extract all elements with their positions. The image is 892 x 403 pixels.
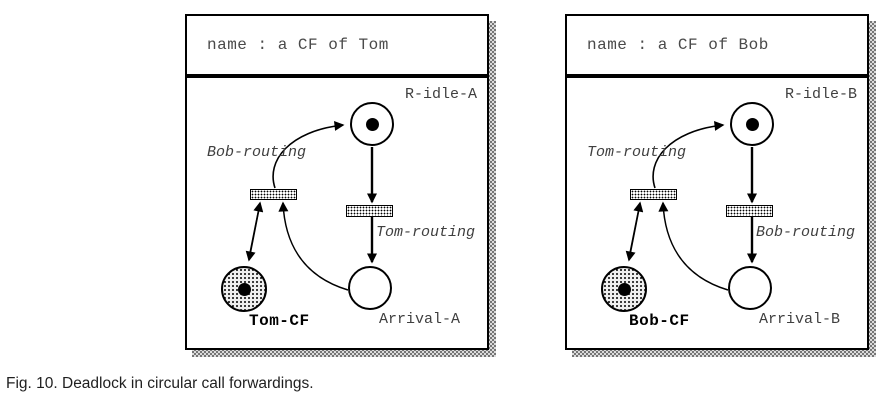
label-left-transition: Tom-routing <box>587 144 687 161</box>
petri-net-diagram: R-idle-A Bob-routing Tom-routing Tom-CF … <box>187 78 487 348</box>
label-arrival-place: Arrival-B <box>759 311 841 328</box>
transition-left <box>250 189 297 200</box>
place-cf <box>601 266 647 312</box>
place-r-idle <box>730 102 774 146</box>
arc-arrival-to-left-transition <box>278 201 349 291</box>
label-r-idle: R-idle-B <box>785 86 858 103</box>
window-title: name : a CF of Tom <box>207 36 389 54</box>
token-dot <box>237 282 251 296</box>
label-right-transition: Tom-routing <box>376 224 476 241</box>
label-right-transition: Bob-routing <box>756 224 856 241</box>
place-cf <box>221 266 267 312</box>
petri-net-window-bob: name : a CF of Bob <box>565 14 869 350</box>
petri-net-window-tom: name : a CF of Tom <box>185 14 489 350</box>
token-dot <box>617 282 631 296</box>
place-r-idle <box>350 102 394 146</box>
token-dot <box>745 117 759 131</box>
petri-net-diagram: R-idle-B Tom-routing Bob-routing Bob-CF … <box>567 78 867 348</box>
transition-right <box>346 205 393 217</box>
arcs-layer <box>625 120 757 291</box>
label-cf-place: Tom-CF <box>249 312 310 330</box>
arc-arrival-to-left-transition <box>658 201 729 291</box>
place-arrival <box>728 266 772 310</box>
arc-cf-to-left-transition <box>248 201 264 259</box>
arcs-layer <box>245 120 377 291</box>
arc-left-transition-to-ridle <box>652 120 725 189</box>
window-title: name : a CF of Bob <box>587 36 769 54</box>
transition-right <box>726 205 773 217</box>
label-r-idle: R-idle-A <box>405 86 478 103</box>
label-cf-place: Bob-CF <box>629 312 690 330</box>
transition-left <box>630 189 677 200</box>
arc-left-transition-to-ridle <box>272 120 345 189</box>
window-titlebar: name : a CF of Bob <box>567 16 867 78</box>
figure-caption: Fig. 10. Deadlock in circular call forwa… <box>6 375 314 392</box>
label-arrival-place: Arrival-A <box>379 311 461 328</box>
token-dot <box>365 117 379 131</box>
label-left-transition: Bob-routing <box>207 144 307 161</box>
arc-cf-to-left-transition <box>628 201 644 259</box>
window-titlebar: name : a CF of Tom <box>187 16 487 78</box>
place-arrival <box>348 266 392 310</box>
